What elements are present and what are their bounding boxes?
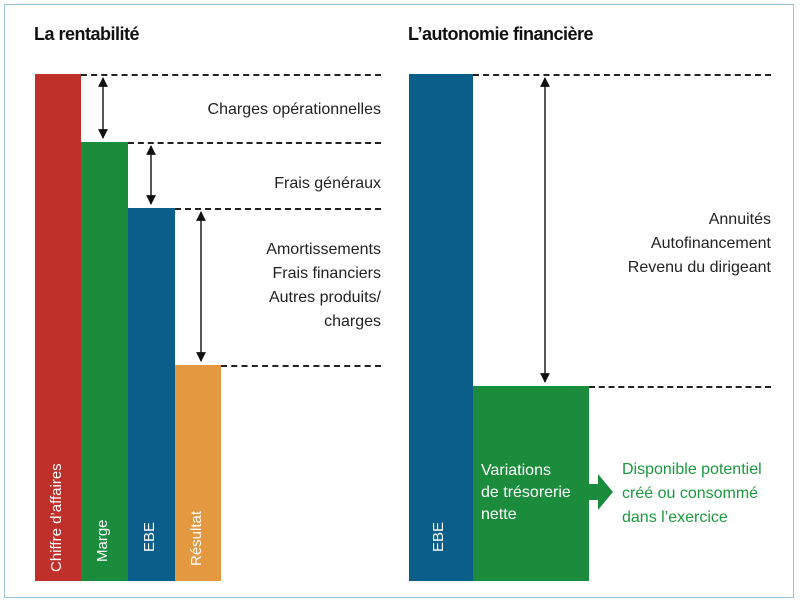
bar-variations-tresorerie (473, 386, 589, 581)
label-frais-generaux: Frais généraux (274, 175, 381, 192)
label-amortissements-block: Amortissements Frais financiers Autres p… (210, 238, 381, 334)
dashline-variations (589, 386, 771, 388)
disponible-potentiel-text: Disponible potentiel créé ou consommé da… (622, 458, 792, 530)
label-annuites-block: Annuités Autofinancement Revenu du dirig… (560, 208, 771, 280)
label-charges-operationnelles: Charges opérationnelles (207, 101, 381, 118)
bar-marge (81, 142, 128, 581)
variations-tresorerie-text: Variations de trésorerie nette (481, 460, 587, 526)
label-autofinancement: Autofinancement (650, 235, 771, 252)
dashline-resultat (221, 365, 381, 367)
green-arrow-icon (589, 474, 613, 510)
diagram-frame (4, 4, 794, 598)
label-charges: charges (324, 313, 381, 330)
variations-line-1: Variations (481, 462, 551, 479)
label-revenu-dirigeant: Revenu du dirigeant (627, 259, 771, 276)
bar-ebe-left (128, 208, 175, 581)
bar-chiffre-affaires (35, 74, 81, 581)
label-annuites: Annuités (708, 211, 771, 228)
variations-line-3: nette (481, 506, 517, 523)
disponible-line-1: Disponible potentiel (622, 461, 762, 478)
right-title: L’autonomie financière (408, 24, 594, 44)
dashline-ebe (175, 208, 381, 210)
left-title: La rentabilité (34, 24, 140, 44)
label-amortissements: Amortissements (266, 241, 381, 258)
dashline-ebe-right (473, 74, 771, 76)
dashline-ca (81, 74, 381, 76)
dashline-marge (128, 142, 381, 144)
disponible-line-3: dans l’exercice (622, 509, 728, 526)
bar-resultat (175, 365, 221, 581)
label-autres-produits: Autres produits/ (268, 289, 381, 306)
disponible-line-2: créé ou consommé (622, 485, 759, 502)
variations-line-2: de trésorerie (481, 484, 571, 501)
label-frais-financiers: Frais financiers (272, 265, 381, 282)
bar-ebe-right (409, 74, 473, 581)
